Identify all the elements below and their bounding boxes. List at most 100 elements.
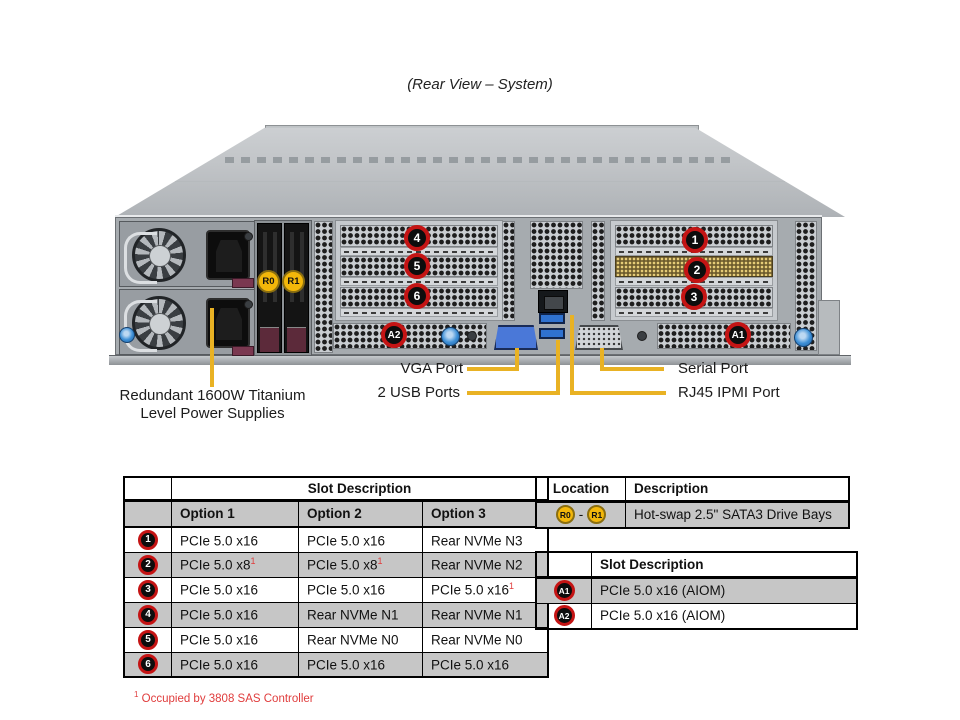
vent-column: [795, 221, 817, 351]
column-header-option2: Option 2: [298, 499, 423, 528]
screw-icon: [637, 331, 647, 341]
callout-badge-3: 3: [138, 579, 158, 600]
table-row: 6 PCIe 5.0 x16 PCIe 5.0 x16 PCIe 5.0 x16: [123, 651, 549, 678]
serial-port: [575, 325, 623, 350]
callout-slot-a1-badge: A1: [725, 322, 751, 348]
table-row: A2 PCIe 5.0 x16 (AIOM): [535, 602, 858, 630]
table-cell: PCIe 5.0 x16: [298, 576, 423, 603]
callout-badge-a2: A2: [553, 605, 575, 627]
table-row: R0 - R1 Hot-swap 2.5" SATA3 Drive Bays: [535, 500, 850, 529]
psu-latch: [232, 278, 254, 288]
serial-callout-line-h: [600, 367, 664, 371]
thumbscrew-icon: [794, 328, 813, 347]
chassis-top-vents: [225, 157, 735, 163]
column-header-option3: Option 3: [422, 499, 549, 528]
drive-handle-slot: [300, 232, 304, 302]
ac-inlet-socket: [216, 240, 242, 272]
table-cell: Rear NVMe N0: [422, 626, 549, 653]
callout-slot-3-badge: 3: [681, 284, 707, 310]
table-corner-cell: [535, 551, 592, 579]
psu-callout-line: [210, 308, 214, 387]
table-corner-cell: [123, 499, 172, 528]
table-cell: PCIe 5.0 x81: [298, 551, 423, 578]
table-cell: Rear NVMe N3: [422, 526, 549, 553]
thumbscrew-icon: [441, 327, 460, 346]
row-badge-cell: 1: [123, 526, 172, 553]
aiom-slot-a2-vent: [333, 323, 487, 349]
callout-bay-r0-badge: R0: [257, 270, 280, 293]
drive-handle-slot: [263, 232, 267, 302]
page-title: (Rear View – System): [407, 76, 553, 93]
table-cell: PCIe 5.0 x16: [171, 576, 299, 603]
row-badge-cell: 2: [123, 551, 172, 578]
usb-callout-line-h: [467, 391, 560, 395]
aiom-table-title: Slot Description: [591, 551, 858, 579]
psu-label: Redundant 1600W Titanium Level Power Sup…: [105, 387, 320, 423]
column-header-description: Description: [625, 476, 850, 503]
ipmi-callout-line-v: [570, 315, 574, 395]
thumbscrew-icon: [119, 327, 135, 343]
usb-port-top: [539, 313, 565, 324]
table-row: 4 PCIe 5.0 x16 Rear NVMe N1 Rear NVMe N1: [123, 601, 549, 628]
table-cell: PCIe 5.0 x16: [171, 601, 299, 628]
row-badge-cell: 3: [123, 576, 172, 603]
ac-inlet-icon: [206, 298, 250, 348]
callout-badge-r0: R0: [555, 505, 575, 525]
vent-center-block: [530, 221, 583, 289]
callout-slot-6-badge: 6: [404, 283, 430, 309]
psu-handle: [124, 300, 157, 352]
callout-badge-6: 6: [138, 654, 158, 675]
aiom-slot-table: Slot Description A1 PCIe 5.0 x16 (AIOM) …: [535, 551, 858, 630]
screw-icon: [467, 331, 477, 341]
usb-callout-line-v: [556, 340, 560, 395]
vga-callout-line-h: [467, 367, 519, 371]
serial-port-label: Serial Port: [678, 360, 749, 377]
table-row: 2 PCIe 5.0 x81 PCIe 5.0 x81 Rear NVMe N2: [123, 551, 549, 578]
ac-inlet-socket: [216, 308, 242, 340]
power-supply-top: [119, 221, 255, 288]
pcie-slot-6-bracket: [340, 308, 498, 317]
ipmi-callout-line-h: [570, 391, 666, 395]
table-row: 5 PCIe 5.0 x16 Rear NVMe N0 Rear NVMe N0: [123, 626, 549, 653]
callout-slot-2-badge: 2: [684, 257, 710, 283]
table-cell: Rear NVMe N1: [422, 601, 549, 628]
vent-column: [502, 221, 515, 321]
column-header-option1: Option 1: [171, 499, 299, 528]
chassis-top-seam: [175, 181, 785, 182]
drive-handle-slot: [290, 232, 294, 302]
row-badge-cell: R0 - R1: [535, 500, 626, 529]
callout-badge-2: 2: [138, 554, 158, 575]
footnote-sup: 1: [134, 690, 139, 699]
callout-badge-4: 4: [138, 604, 158, 625]
slot-description-table: Slot Description Option 1 Option 2 Optio…: [123, 476, 549, 678]
table-cell: PCIe 5.0 x16: [298, 651, 423, 678]
rj45-opening: [544, 296, 564, 310]
drive-handle-slot: [273, 232, 277, 302]
location-table: Location Description R0 - R1 Hot-swap 2.…: [535, 476, 850, 529]
callout-slot-1-badge: 1: [682, 227, 708, 253]
chassis-top-panel: [115, 127, 845, 217]
table-cell: Rear NVMe N1: [298, 601, 423, 628]
table-cell: PCIe 5.0 x16: [298, 526, 423, 553]
table-cell: PCIe 5.0 x16 (AIOM): [591, 576, 858, 604]
server-rear-illustration: 4 5 6 1 2 3 A2 A1 R0 R1: [109, 125, 851, 365]
chassis-edge-highlight: [115, 215, 822, 217]
ac-inlet-icon: [206, 230, 250, 280]
table-row: 1 PCIe 5.0 x16 PCIe 5.0 x16 Rear NVMe N3: [123, 526, 549, 553]
screw-icon: [244, 232, 253, 241]
table-cell: Rear NVMe N0: [298, 626, 423, 653]
aiom-slot-a1-vent: [657, 323, 791, 349]
table-row: 3 PCIe 5.0 x16 PCIe 5.0 x16 PCIe 5.0 x16…: [123, 576, 549, 603]
table-corner-cell: [123, 476, 172, 502]
vga-callout-line-v: [515, 348, 519, 371]
table-cell: Rear NVMe N2: [422, 551, 549, 578]
callout-badge-5: 5: [138, 629, 158, 650]
ipmi-port-label: RJ45 IPMI Port: [678, 384, 780, 401]
psu-label-line2: Level Power Supplies: [140, 405, 285, 422]
table-cell: PCIe 5.0 x81: [171, 551, 299, 578]
vent-column: [314, 221, 333, 353]
table-cell: Hot-swap 2.5" SATA3 Drive Bays: [625, 500, 850, 529]
usb-port-bottom: [539, 328, 565, 339]
row-badge-cell: A1: [535, 576, 592, 604]
